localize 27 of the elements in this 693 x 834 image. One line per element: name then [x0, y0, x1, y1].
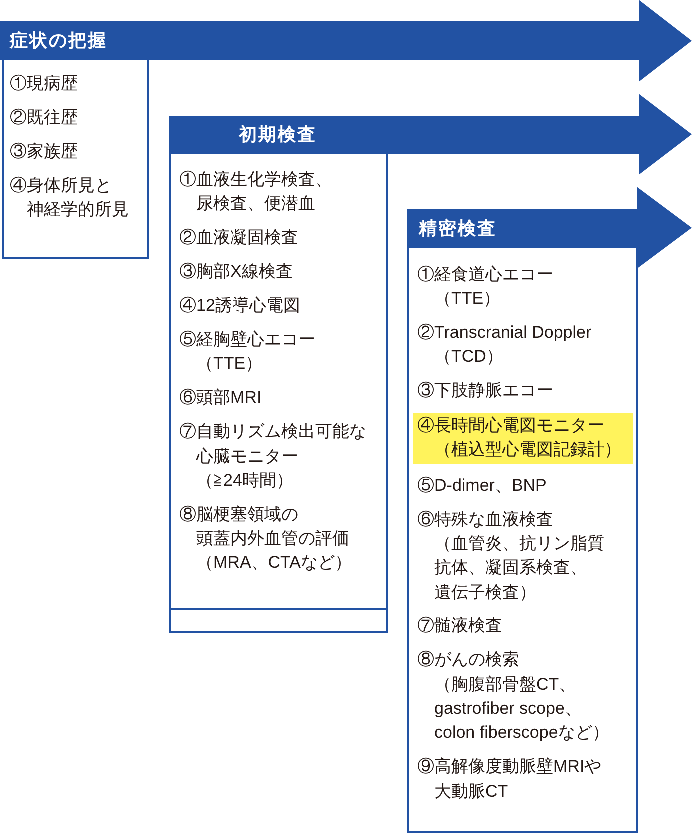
list-item: ⑤D-dimer、BNP	[418, 474, 548, 497]
list-item: ③家族歴	[10, 140, 79, 163]
heading: 初期検査	[239, 124, 317, 146]
list-item: ②Transcranial Doppler（TCD）	[418, 322, 593, 368]
list-item: ②既往歴	[10, 106, 79, 129]
list-item: ②血液凝固検査	[180, 227, 300, 250]
list-item: ⑧脳梗塞領域の頭蓋内外血管の評価（MRA、CTAなど）	[180, 504, 354, 574]
list-item: ⑤経胸壁心エコー（TTE）	[180, 329, 316, 376]
list-item: ⑧がんの検索（胸腹部骨盤CT、gastrofiber scope、colon fiberscopeなど）	[418, 649, 610, 744]
list-box	[169, 154, 388, 633]
list-item: ④長時間心電図モニター（植込型心電図記録計）	[418, 414, 622, 462]
list-item: ③下肢静脈エコー	[418, 380, 554, 402]
list-item: ⑨高解像度動脈壁MRIや大動脈CT	[418, 756, 603, 803]
list-item: ③胸部X線検査	[180, 261, 294, 284]
list-box	[2, 60, 148, 258]
heading: 精密検査	[419, 218, 497, 239]
list-item: ⑦髄液検査	[418, 615, 504, 638]
list-item: ①経食道心エコー（TTE）	[418, 264, 554, 310]
list-item: ⑥特殊な血液検査（血管炎、抗リン脂質抗体、凝固系検査、遺伝子検査）	[418, 508, 606, 604]
list-item: ⑥頭部MRI	[180, 387, 263, 410]
list-item: ①血液生化学検査、尿検査、便潜血	[180, 168, 334, 216]
list-item: ⑦自動リズム検出可能な心臓モニター（≧24時間）	[180, 421, 368, 492]
list-box	[407, 248, 638, 833]
list-item: ④身体所見と神経学的所見	[10, 174, 130, 222]
heading: 症状の把握	[10, 30, 108, 51]
list-item: ①現病歴	[10, 72, 79, 95]
list-item: ④12誘導心電図	[180, 295, 302, 318]
